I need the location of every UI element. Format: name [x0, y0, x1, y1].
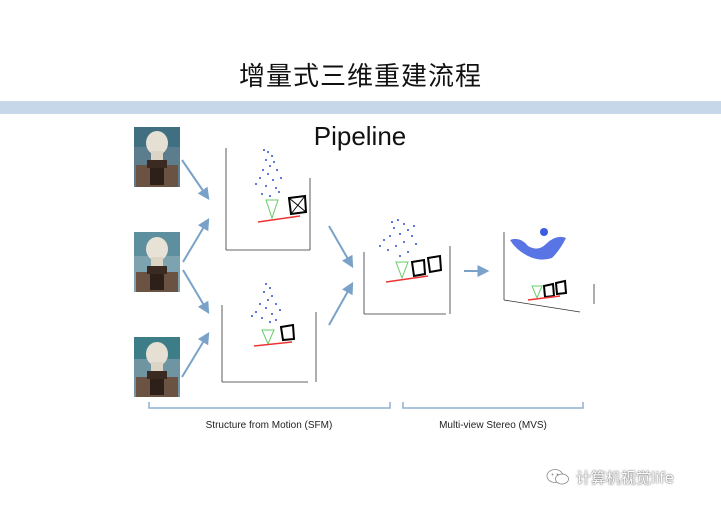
sfm-merged-plot — [363, 219, 451, 315]
watermark-text: 计算机视觉life — [576, 468, 674, 487]
input-photo-3 — [134, 337, 180, 397]
flow-arrows — [181, 159, 490, 378]
slide-title: 增量式三维重建流程 — [238, 62, 482, 92]
pipeline-heading: Pipeline — [313, 121, 407, 151]
sfm-plot-2 — [221, 283, 317, 383]
input-photo-1 — [134, 127, 180, 187]
input-photo-2 — [134, 232, 180, 292]
pipeline-figure — [128, 118, 592, 440]
stage-braces — [148, 402, 584, 409]
title-bar — [0, 101, 721, 114]
mvs-plot — [503, 228, 595, 313]
wechat-icon — [546, 469, 569, 485]
sfm-plot-1 — [225, 148, 311, 251]
sfm-stage-label: Structure from Motion (SFM) — [205, 420, 333, 431]
watermark: 计算机视觉life — [546, 466, 674, 488]
mvs-stage-label: Multi-view Stereo (MVS) — [439, 420, 547, 431]
